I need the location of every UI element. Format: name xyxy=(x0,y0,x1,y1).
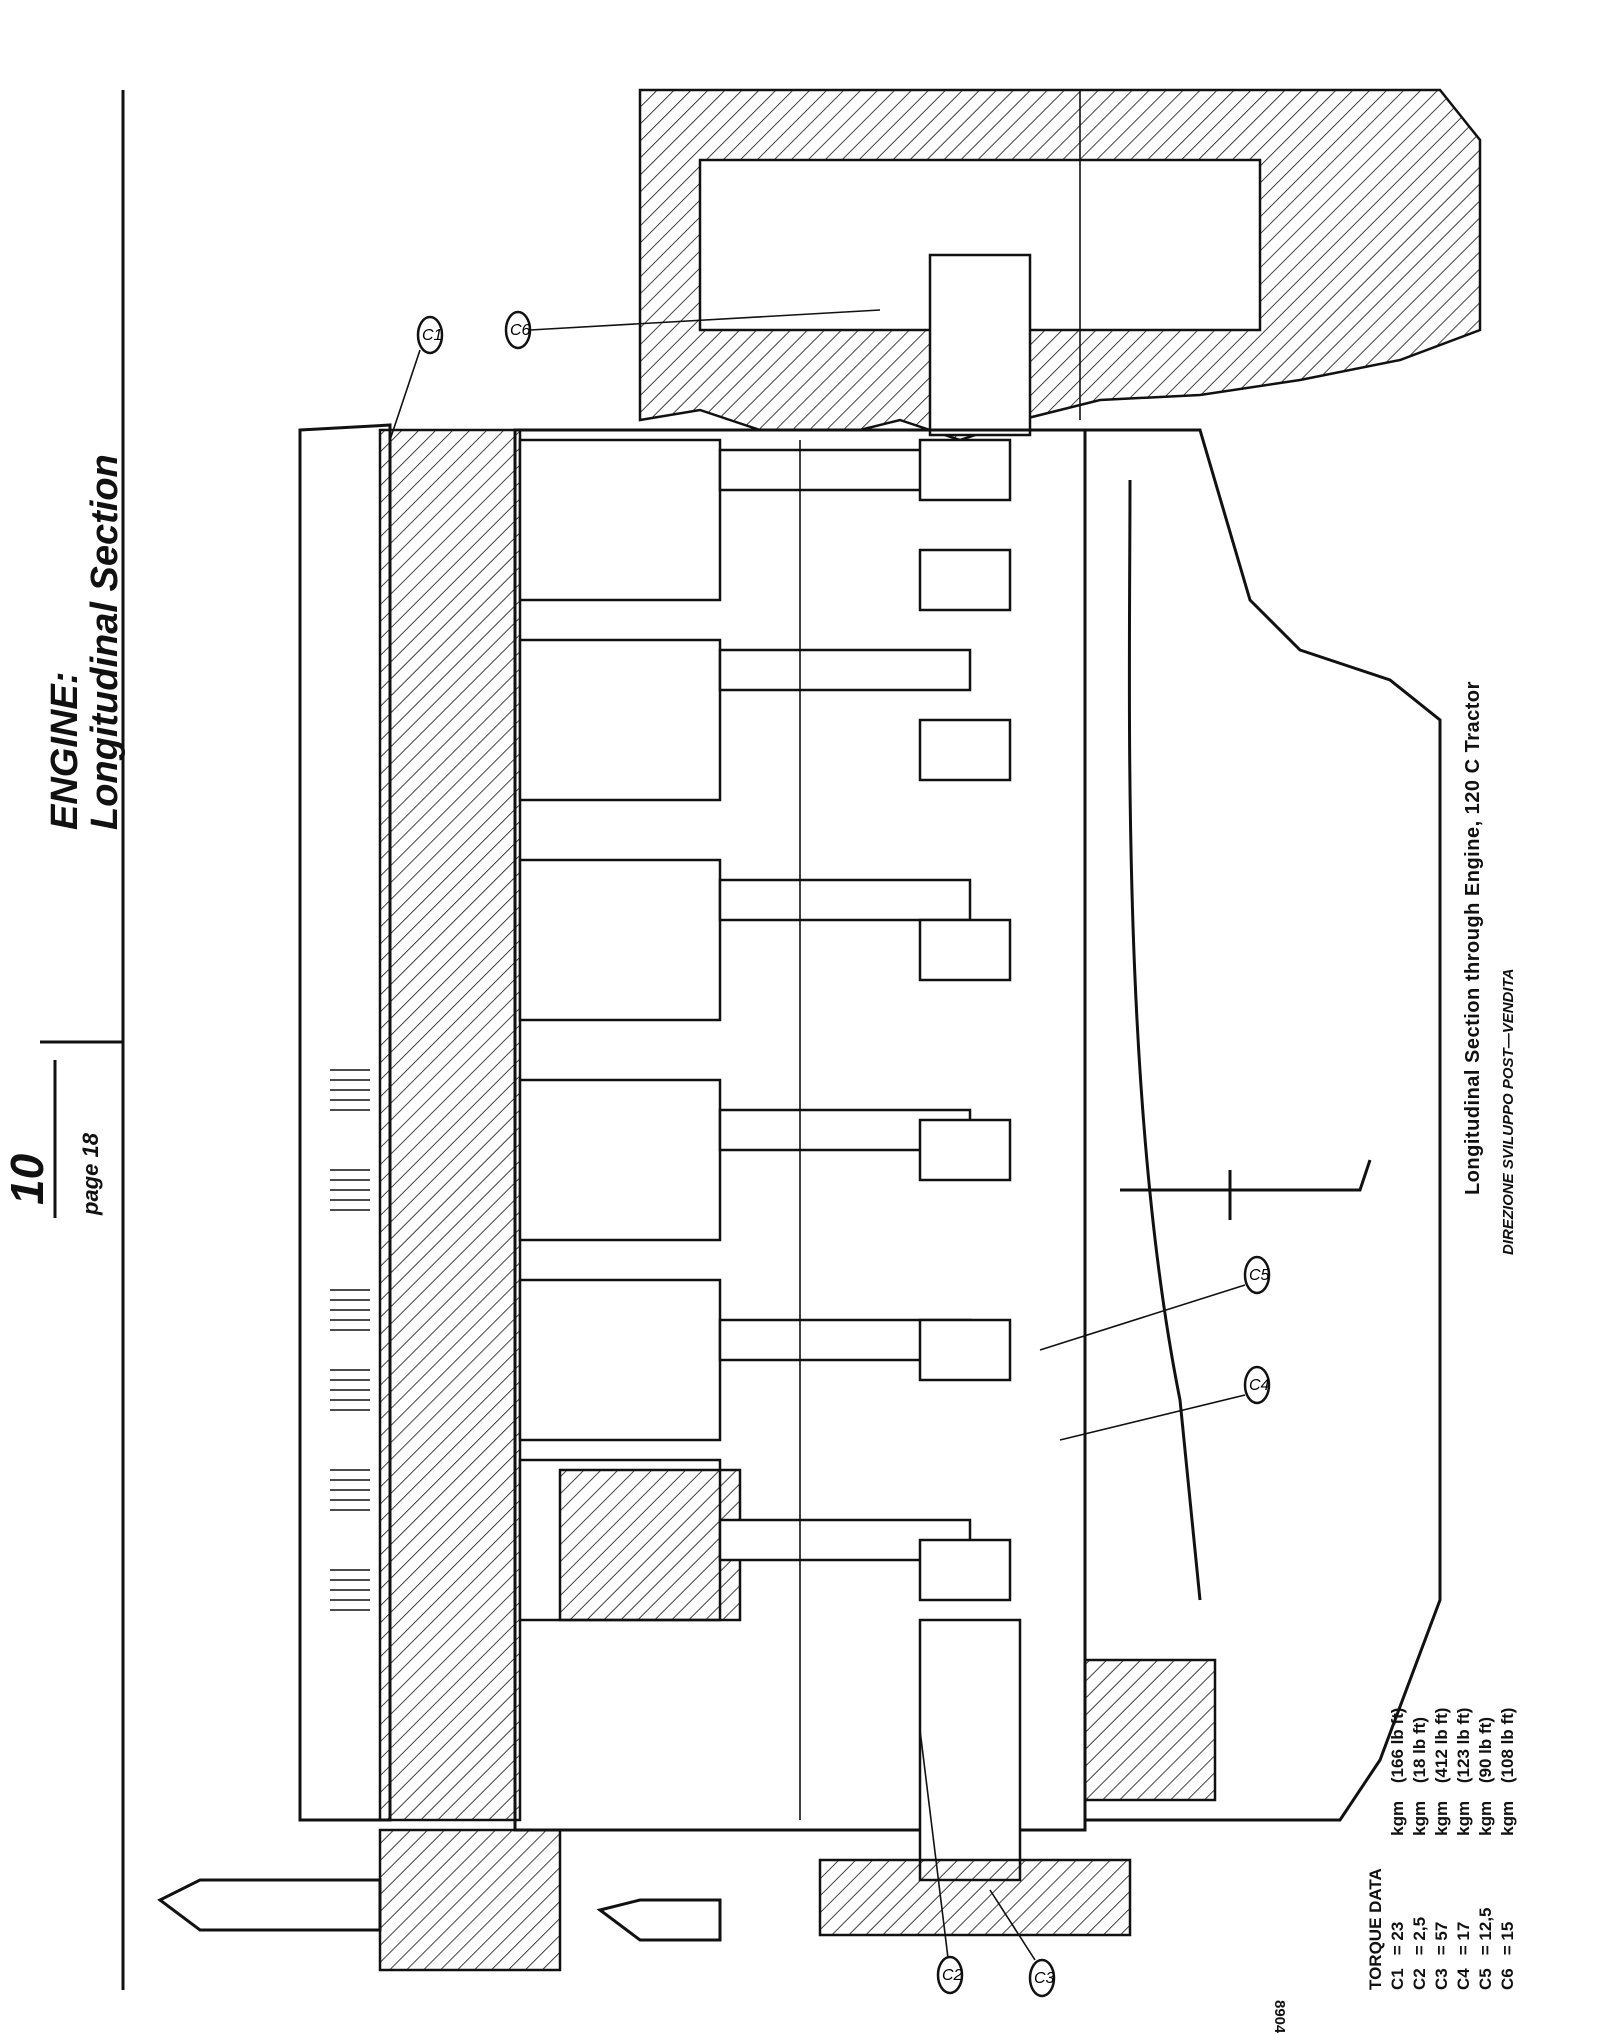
callout-c3: C3 xyxy=(989,1889,1056,1998)
torque-value: 23 xyxy=(1388,1921,1407,1941)
torque-value: 2,5 xyxy=(1410,1916,1429,1941)
torque-row: C3 = 57 kgm (412 lb ft) xyxy=(1431,1708,1453,1990)
torque-imperial: (123 lb ft) xyxy=(1454,1707,1473,1784)
torque-imperial: (90 lb ft) xyxy=(1476,1717,1495,1784)
torque-value: 17 xyxy=(1454,1921,1473,1941)
torque-row: C1 = 23 kgm (166 lb ft) xyxy=(1387,1708,1409,1990)
figure-subcaption: DIREZIONE SVILUPPO POST—VENDITA xyxy=(1500,968,1517,1255)
torque-eq: = xyxy=(1410,1945,1429,1956)
oil-pickup-tube xyxy=(1127,479,1202,1601)
callout-label: C3 xyxy=(1034,1970,1055,1987)
torque-imperial: (18 lb ft) xyxy=(1410,1717,1429,1784)
valve-springs xyxy=(330,1069,370,1611)
callout-c4: C4 xyxy=(1059,1365,1271,1441)
torque-imperial: (108 lb ft) xyxy=(1498,1707,1517,1784)
torque-unit: kgm xyxy=(1388,1800,1407,1836)
oil-sump xyxy=(1085,428,1442,1822)
cylinder-head xyxy=(378,428,522,1822)
torque-heading: TORQUE DATA xyxy=(1366,1868,1385,1990)
torque-eq: = xyxy=(1388,1945,1407,1956)
torque-row: C5 = 12,5 kgm (90 lb ft) xyxy=(1475,1708,1497,1990)
cylinders xyxy=(518,438,742,1622)
torque-value: 15 xyxy=(1498,1921,1517,1941)
timing-cover xyxy=(1083,1658,1217,1802)
callout-c2: C2 xyxy=(919,1729,964,1995)
torque-imperial: (412 lb ft) xyxy=(1432,1707,1451,1784)
torque-unit: kgm xyxy=(1432,1800,1451,1836)
crankshaft-rear-flange xyxy=(928,253,1032,437)
torque-value: 12,5 xyxy=(1476,1907,1495,1941)
torque-row: C6 = 15 kgm (108 lb ft) xyxy=(1497,1708,1519,1990)
crank-pulley xyxy=(818,1858,1132,1937)
torque-symbol: C5 xyxy=(1476,1968,1495,1990)
callout-label: C6 xyxy=(510,322,531,339)
callout-label: C2 xyxy=(942,1967,963,1984)
torque-symbol: C4 xyxy=(1454,1968,1473,1990)
torque-unit: kgm xyxy=(1476,1800,1495,1836)
engine-block xyxy=(513,428,1087,1832)
callout-c6: C6 xyxy=(504,309,881,350)
oil-strainer xyxy=(1120,1159,1372,1220)
callout-c5: C5 xyxy=(1039,1255,1271,1351)
torque-eq: = xyxy=(1432,1945,1451,1956)
torque-symbol: C6 xyxy=(1498,1968,1517,1990)
torque-unit: kgm xyxy=(1498,1800,1517,1836)
torque-value: 57 xyxy=(1432,1921,1451,1941)
torque-row: C4 = 17 kgm (123 lb ft) xyxy=(1453,1708,1475,1990)
drawing-number: 8904 xyxy=(1271,2000,1288,2033)
fan-blade-lower xyxy=(596,1898,722,1942)
torque-row: C2 = 2,5 kgm (18 lb ft) xyxy=(1409,1708,1431,1990)
figure-caption: Longitudinal Section through Engine, 120… xyxy=(1462,681,1484,1195)
callout-c1: C1 xyxy=(389,315,444,441)
torque-unit: kgm xyxy=(1410,1800,1429,1836)
torque-eq: = xyxy=(1498,1945,1517,1956)
callout-label: C4 xyxy=(1249,1377,1270,1394)
torque-symbol: C1 xyxy=(1388,1968,1407,1990)
water-pump xyxy=(378,1828,562,1972)
main-bearings xyxy=(918,438,1012,1602)
torque-symbol: C3 xyxy=(1432,1968,1451,1990)
torque-data-table: TORQUE DATA C1 = 23 kgm (166 lb ft) C2 =… xyxy=(1365,1708,1519,1990)
torque-eq: = xyxy=(1476,1945,1495,1956)
fan-blade-upper xyxy=(157,1878,382,1932)
callout-label: C5 xyxy=(1249,1267,1270,1284)
torque-imperial: (166 lb ft) xyxy=(1388,1707,1407,1784)
crankshaft-nose xyxy=(918,1618,1022,1882)
connecting-rods xyxy=(718,448,972,1562)
torque-symbol: C2 xyxy=(1410,1968,1429,1990)
torque-eq: = xyxy=(1454,1945,1473,1956)
torque-unit: kgm xyxy=(1454,1800,1473,1836)
callout-label: C1 xyxy=(422,327,442,344)
